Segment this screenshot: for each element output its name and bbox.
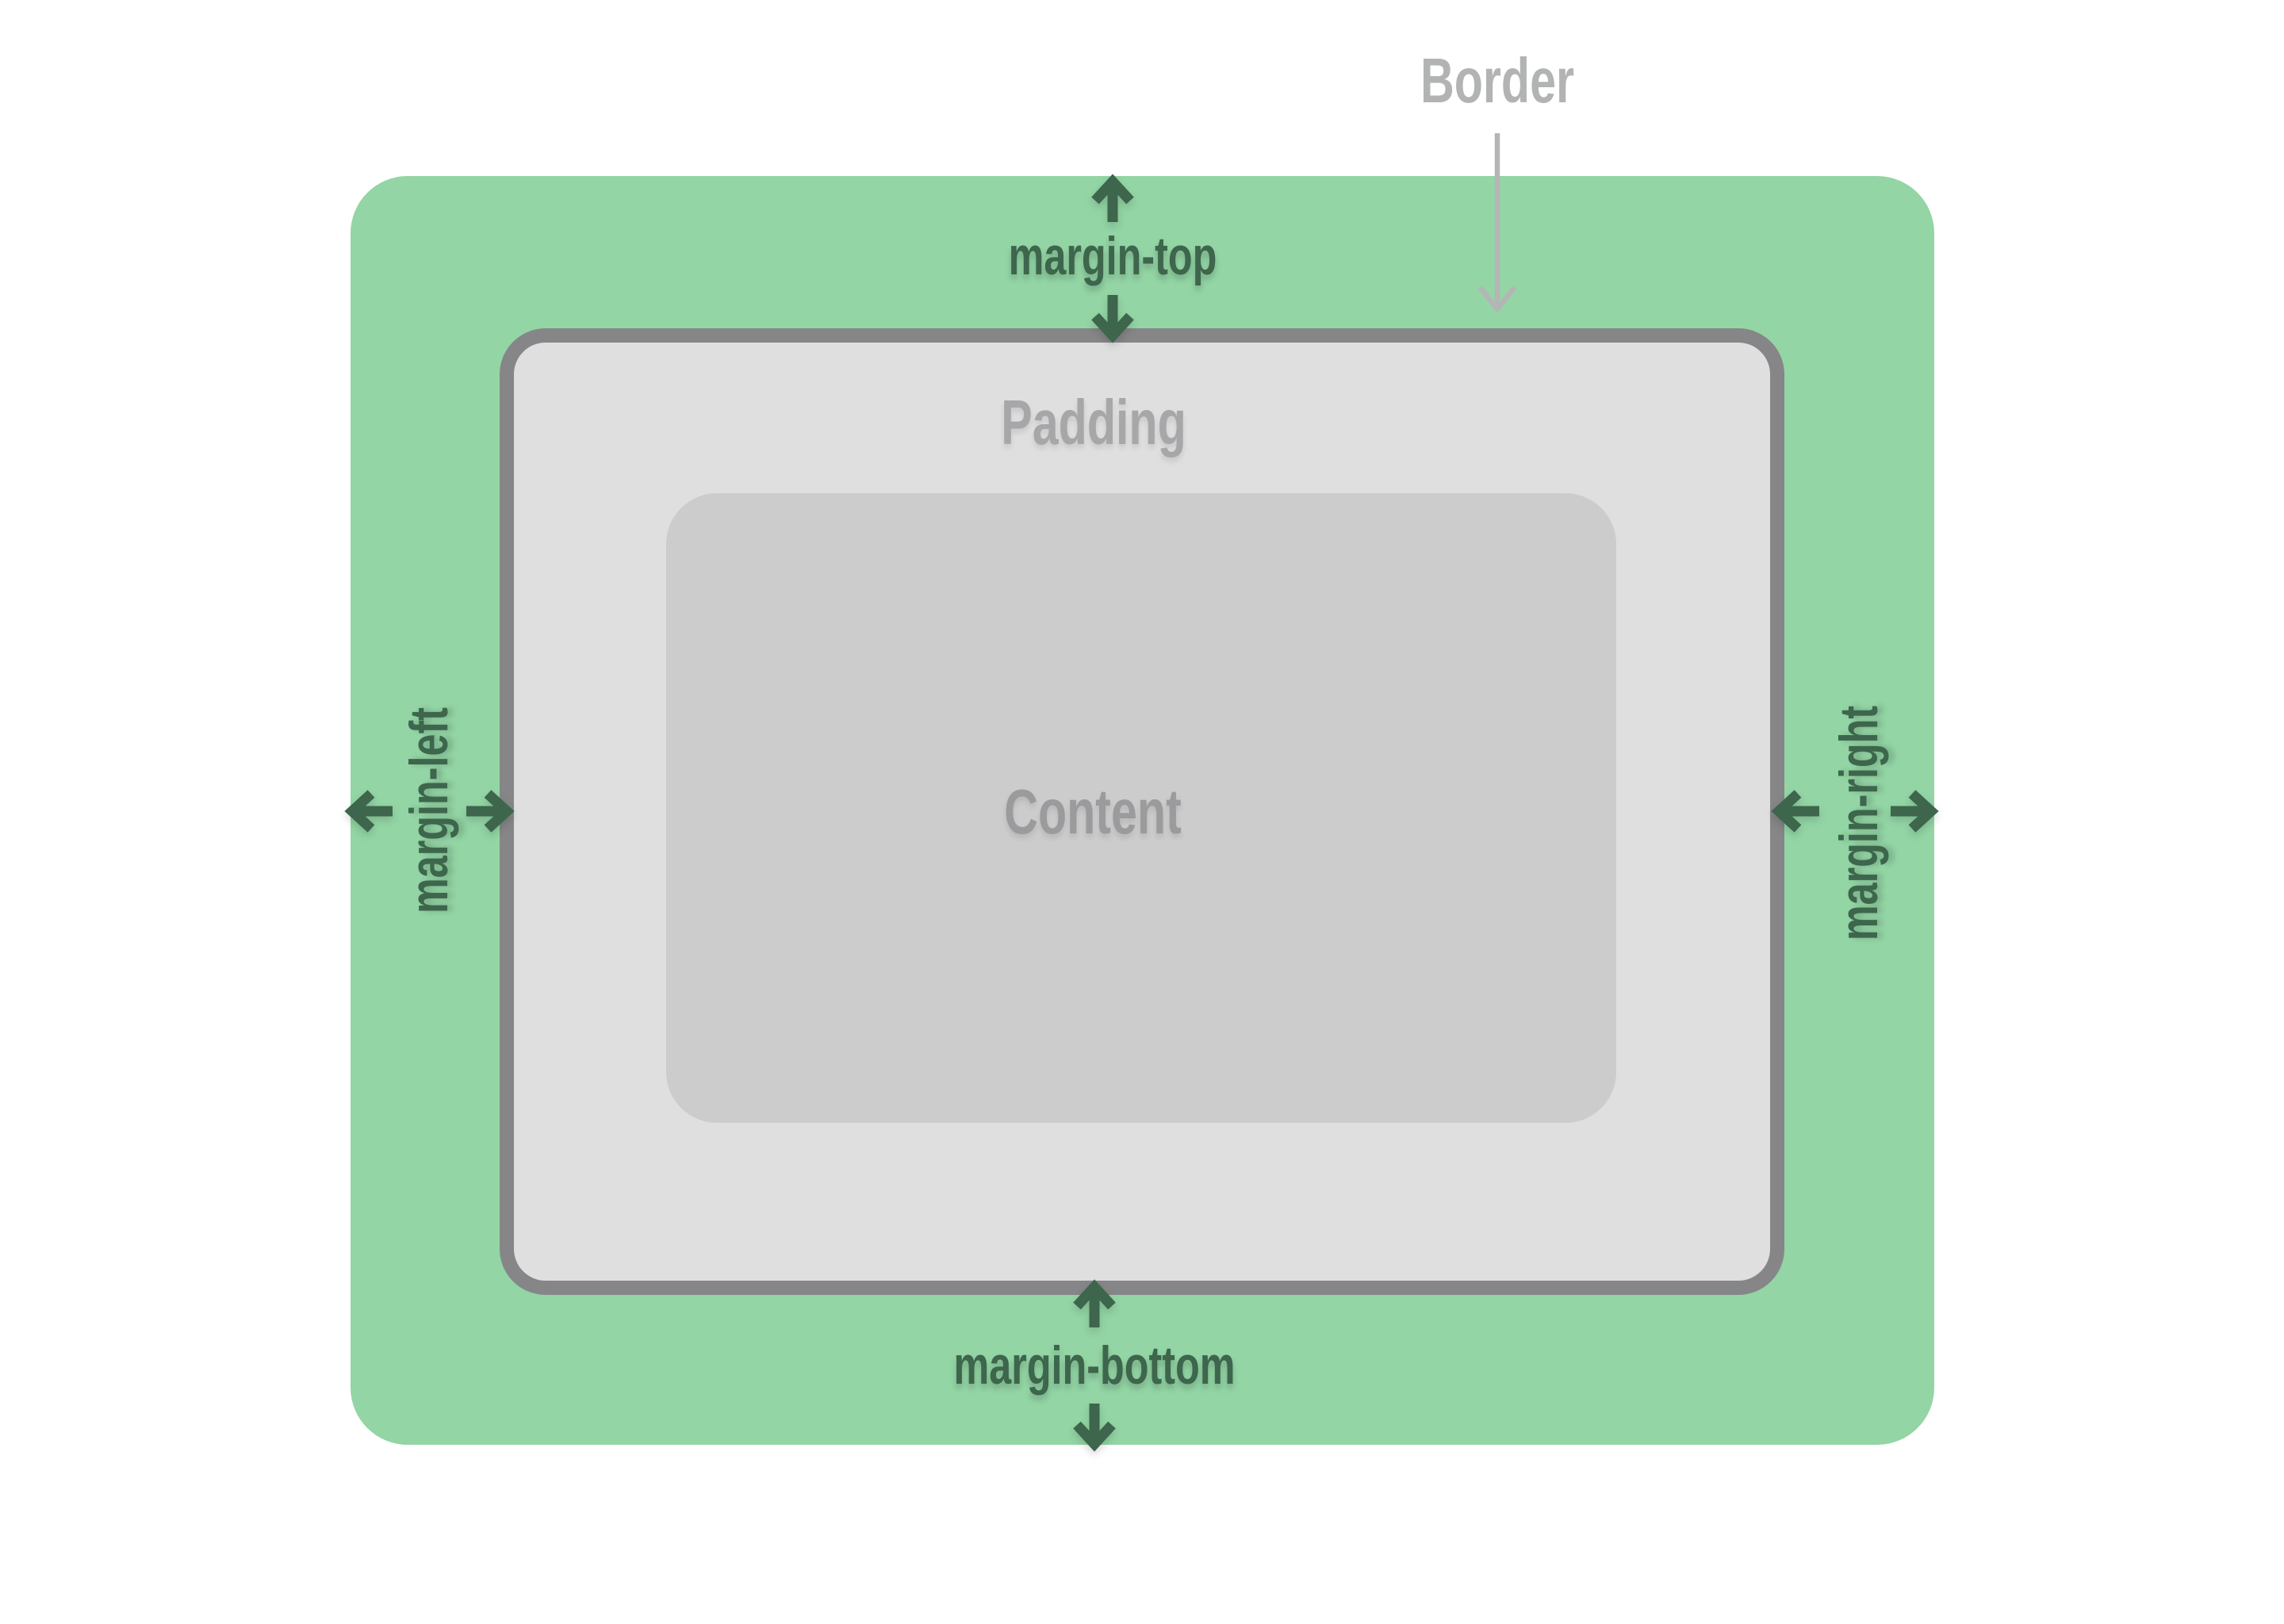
margin-bottom-label: margin-bottom (953, 1335, 1236, 1396)
margin-left-label: margin-left (399, 707, 459, 914)
margin-left-arrow-right-icon (466, 790, 515, 833)
content-box (666, 493, 1616, 1123)
margin-right-arrow-left-icon (1771, 790, 1819, 833)
margin-bottom-arrow-down-icon (1073, 1404, 1116, 1452)
margin-top-arrow-down-icon (1091, 295, 1134, 343)
margin-bottom-arrow-up-icon (1073, 1279, 1116, 1327)
margin-left-arrow-left-icon (344, 790, 393, 833)
border-label: Border (1420, 45, 1575, 116)
margin-top-label: margin-top (1008, 226, 1217, 286)
margin-top-arrow-up-icon (1091, 174, 1134, 222)
margin-right-arrow-right-icon (1891, 790, 1939, 833)
padding-label: Padding (1001, 387, 1186, 458)
content-label: Content (1004, 776, 1182, 847)
border-pointer-arrow-down-icon (1477, 133, 1517, 314)
margin-right-label: margin-right (1829, 705, 1889, 941)
